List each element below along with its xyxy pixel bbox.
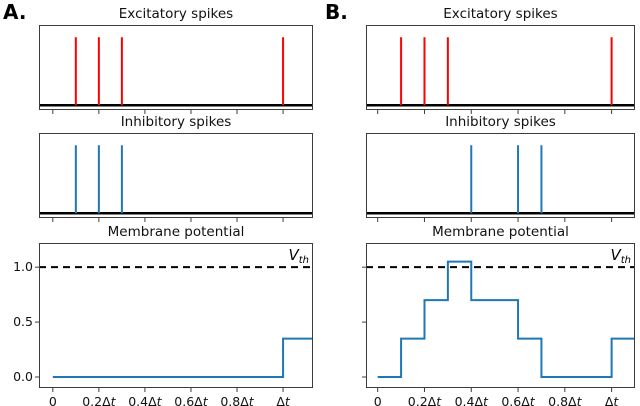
y-tick-label: 1.0: [13, 259, 33, 275]
chart-canvas: [39, 25, 313, 114]
plot-a-membrane-potential: Membrane potential Vth 0.0 0.5 1.0 0 0.2Δt 0.4…: [13, 224, 313, 406]
plot-title: Inhibitory spikes: [445, 114, 556, 130]
x-tick-label: 0.8Δt: [220, 394, 254, 406]
x-tick-label: Δt: [604, 394, 619, 406]
y-tick-label: 0.5: [13, 314, 33, 330]
v-threshold-label: Vth: [288, 246, 309, 267]
chart-canvas: [35, 243, 313, 392]
x-tick-label: Δt: [276, 394, 290, 406]
v-threshold-label: Vth: [610, 246, 631, 267]
chart-canvas: [366, 133, 635, 222]
chart-canvas: [39, 133, 313, 222]
plot-b-membrane-potential: Membrane potential Vth 0 0.2Δt 0.4Δt 0.6Δt 0.…: [362, 224, 635, 406]
plot-title: Membrane potential: [432, 224, 569, 240]
chart-canvas: [362, 243, 635, 392]
plot-b-excitatory-spikes: Excitatory spikes: [366, 6, 635, 114]
plot-a-excitatory-spikes: Excitatory spikes: [39, 6, 313, 114]
plot-title: Excitatory spikes: [118, 6, 234, 22]
panel-label-b: B.: [325, 0, 348, 24]
plot-title: Inhibitory spikes: [120, 114, 232, 130]
plot-b-inhibitory-spikes: Inhibitory spikes: [366, 114, 635, 222]
membrane-trace: [377, 260, 635, 379]
plot-a-inhibitory-spikes: Inhibitory spikes: [39, 114, 313, 222]
membrane-trace: [52, 337, 313, 379]
x-tick-label: 0.6Δt: [501, 394, 535, 406]
x-tick-label: 0.4Δt: [454, 394, 488, 406]
y-tick-label: 0.0: [13, 369, 33, 384]
x-tick-label: 0.2Δt: [82, 394, 116, 406]
x-tick-label: 0.4Δt: [128, 394, 162, 406]
x-tick-label: 0.6Δt: [174, 394, 208, 406]
x-tick-label: 0: [373, 394, 382, 406]
x-tick-label: 0: [48, 394, 57, 406]
plot-title: Excitatory spikes: [443, 6, 558, 22]
plot-title: Membrane potential: [107, 224, 245, 240]
x-tick-label: 0.8Δt: [548, 394, 582, 406]
chart-canvas: [366, 25, 635, 114]
x-tick-label: 0.2Δt: [407, 394, 442, 406]
panel-label-a: A.: [3, 0, 27, 24]
